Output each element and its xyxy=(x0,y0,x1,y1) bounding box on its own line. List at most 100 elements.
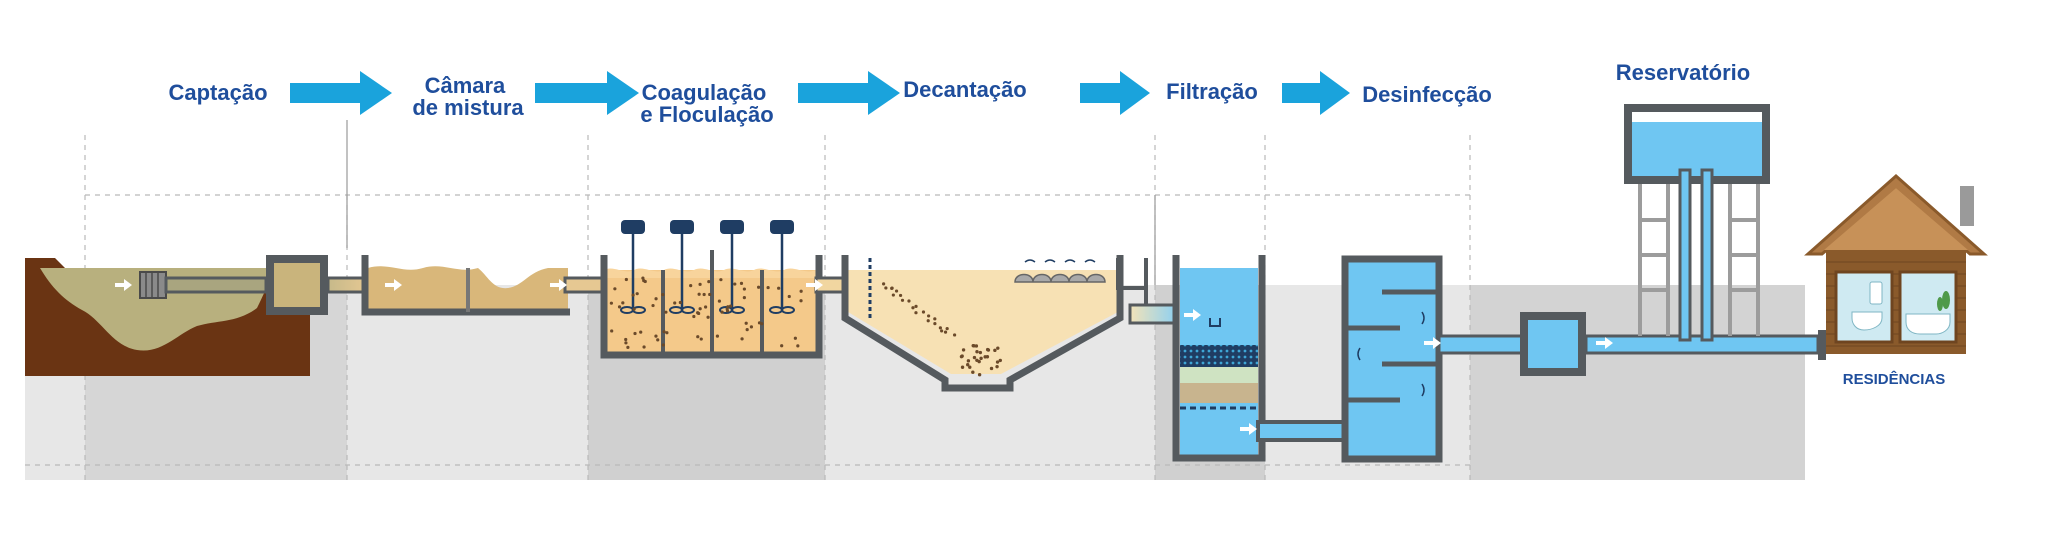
mixing-walls xyxy=(361,255,570,316)
scraper-arrows xyxy=(1024,259,1096,263)
arrow-small-icon xyxy=(1596,337,1613,349)
particle xyxy=(933,322,937,326)
intake-river xyxy=(25,258,310,376)
particle xyxy=(960,365,965,369)
mixer-icon xyxy=(769,220,795,314)
label-captacao: Captação xyxy=(168,80,267,105)
grate-lines xyxy=(145,272,159,298)
particle xyxy=(692,314,696,319)
particle xyxy=(989,366,994,371)
particle xyxy=(938,326,942,330)
particle xyxy=(733,282,737,286)
particle xyxy=(725,309,730,313)
particle xyxy=(907,299,911,303)
house-chimney xyxy=(1960,186,1974,226)
scraper-icon xyxy=(1014,273,1106,283)
settling-walls xyxy=(841,255,1124,392)
tower-tank-water xyxy=(1632,122,1762,176)
particle xyxy=(966,359,971,363)
particle xyxy=(914,304,918,308)
mixer-icon xyxy=(719,220,745,314)
particle xyxy=(979,356,983,361)
pipe-to-disinfection xyxy=(1256,420,1346,442)
particle xyxy=(983,355,987,359)
filter-trough xyxy=(1209,318,1221,327)
label-desinfeccao: Desinfecção xyxy=(1362,82,1492,107)
arrow-icon xyxy=(1080,71,1150,115)
particle xyxy=(642,345,646,349)
particle xyxy=(780,344,784,348)
house-icon xyxy=(1804,173,1988,354)
intake-pipe xyxy=(164,276,268,294)
house-gable xyxy=(1824,188,1968,250)
particle xyxy=(696,311,700,315)
particle xyxy=(972,344,976,348)
particle xyxy=(745,328,749,332)
particle xyxy=(933,317,937,321)
particle xyxy=(702,292,706,297)
particle xyxy=(796,344,800,348)
particle xyxy=(651,303,655,308)
arrow-small-icon xyxy=(115,279,132,291)
plant-icon xyxy=(1937,291,1950,311)
particle xyxy=(757,285,761,289)
intake-grate xyxy=(139,271,167,299)
house-roof xyxy=(1804,173,1988,256)
filter-anthracite xyxy=(1180,345,1258,367)
particle xyxy=(654,297,658,301)
particle xyxy=(639,330,643,334)
tower-pipes xyxy=(1678,168,1714,342)
particle xyxy=(966,363,970,367)
particle xyxy=(656,338,660,342)
particle xyxy=(715,334,720,338)
mixing-chamber xyxy=(361,255,570,316)
particle xyxy=(641,276,645,280)
filter-sand-fine xyxy=(1180,367,1258,383)
settled-water xyxy=(848,270,1118,374)
arrow-small-icon xyxy=(550,279,567,291)
label-filtracao: Filtração xyxy=(1166,79,1258,104)
filter-gravel xyxy=(1180,383,1258,403)
particle xyxy=(777,286,781,290)
particle xyxy=(986,348,991,352)
tower-legs xyxy=(1638,180,1760,336)
particle xyxy=(635,292,639,296)
particle xyxy=(974,344,979,348)
particle xyxy=(610,329,614,333)
particle xyxy=(996,346,1000,350)
particle xyxy=(728,304,733,308)
particle xyxy=(898,293,903,298)
toilet-icon xyxy=(1851,281,1883,331)
reservoir-tower xyxy=(1624,104,1770,342)
label-residencias: RESIDÊNCIAS xyxy=(1843,370,1946,388)
particle xyxy=(757,321,762,325)
particle xyxy=(953,333,957,337)
particle xyxy=(793,336,797,340)
particle xyxy=(749,325,754,329)
label-camara: Câmara de mistura xyxy=(412,73,524,120)
particle xyxy=(624,277,628,282)
particle xyxy=(959,354,964,359)
particle xyxy=(882,282,886,286)
particle xyxy=(632,307,636,311)
particle xyxy=(787,294,791,299)
particle xyxy=(995,360,1000,364)
label-decantacao: Decantação xyxy=(903,77,1027,102)
settling-particles xyxy=(882,282,1002,377)
arrow-small-icon xyxy=(1240,423,1257,435)
particle xyxy=(706,315,710,319)
flocculation-tank xyxy=(600,220,823,359)
particle xyxy=(911,306,915,310)
particle xyxy=(945,327,949,331)
particle xyxy=(654,334,658,338)
filter-walls xyxy=(1172,255,1266,462)
house-window-left xyxy=(1834,270,1894,344)
particle xyxy=(894,289,899,293)
particle xyxy=(633,331,637,336)
particle xyxy=(961,348,966,352)
particle xyxy=(799,299,803,303)
particle xyxy=(665,331,669,335)
particle xyxy=(696,335,700,339)
particle xyxy=(708,292,712,297)
particle xyxy=(661,292,665,297)
